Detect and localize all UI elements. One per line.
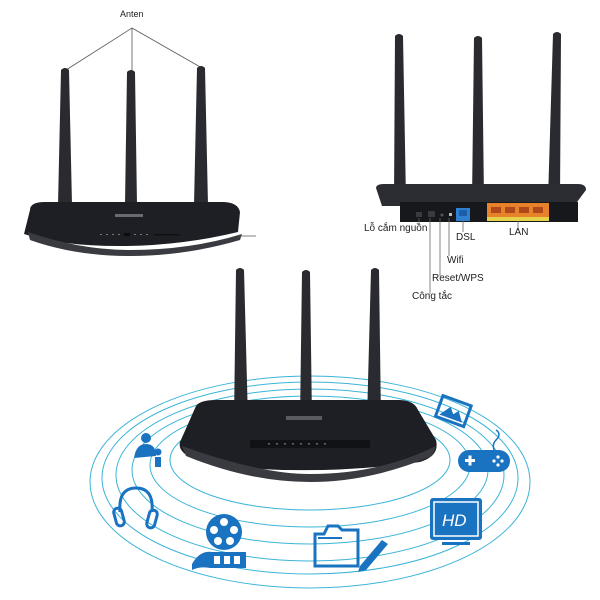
switch-label: Công tắc — [412, 291, 453, 302]
folder-edit-icon — [313, 524, 388, 572]
rear-router-graphic — [376, 32, 586, 294]
front-view-router: Anten — [0, 0, 300, 260]
users-icon — [134, 433, 162, 467]
feature-graphic: HD — [0, 260, 600, 600]
reset-wps-label: Reset/WPS — [432, 273, 484, 284]
hd-label: HD — [442, 511, 467, 530]
headphones-icon — [112, 486, 159, 530]
lan-label: LAN — [509, 227, 529, 238]
wifi-label: Wifi — [447, 255, 464, 266]
rear-view-router: Lỗ cắm nguồn DSL LAN Wifi Reset/WPS Công… — [360, 20, 600, 310]
antenna-label: Anten — [120, 9, 144, 19]
film-reel-icon — [192, 514, 246, 570]
wifi-waves — [89, 268, 531, 589]
hd-monitor-icon — [430, 498, 482, 545]
front-router-graphic — [24, 27, 256, 256]
dsl-label: DSL — [456, 232, 476, 243]
gamepad-icon — [458, 429, 510, 472]
image-icon — [433, 394, 474, 429]
power-jack-label: Lỗ cắm nguồn — [364, 223, 428, 234]
